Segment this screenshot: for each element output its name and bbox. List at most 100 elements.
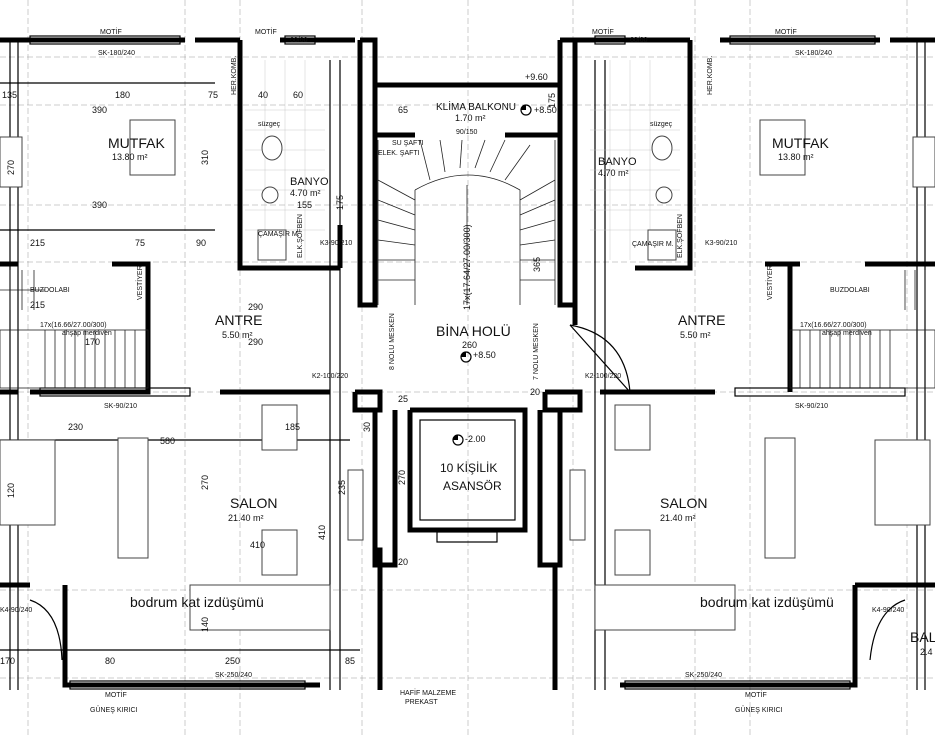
room-name-banyo-right: BANYO	[598, 156, 637, 168]
room-name-mutfak-right: MUTFAK	[772, 135, 829, 151]
sofa-right	[764, 437, 796, 559]
room-area-salon-left: 21.40 m²	[228, 513, 264, 523]
dim-120: 120	[6, 483, 16, 498]
room-name-salon-left: SALON	[230, 495, 277, 511]
buzdolabi-left: BUZDOLABI	[30, 287, 70, 294]
opening-k3-right: K3-90/210	[705, 240, 737, 247]
elevation-markers	[452, 104, 532, 446]
dim-170-b: 170	[0, 656, 15, 666]
dim-260: 260	[462, 340, 477, 350]
walls-center	[375, 82, 560, 543]
asansor-line-2: ASANSÖR	[443, 479, 502, 493]
opening-90150: 90/150	[456, 129, 478, 136]
elk-sofben-right: ELK.ŞOFBEN	[677, 214, 684, 258]
motif-label-top-mid-right: MOTİF	[592, 27, 614, 36]
opening-k3-left: K3-90/210	[320, 240, 352, 247]
dim-80: 80	[105, 656, 115, 666]
room-area-klima-balkonu: 1.70 m²	[455, 113, 486, 123]
dim-185: 185	[285, 422, 300, 432]
opening-sk-top-right: SK-180/240	[795, 50, 832, 57]
dim-290-a: 290	[248, 302, 263, 312]
dim-310: 310	[200, 150, 210, 165]
dim-215-a: 215	[30, 238, 45, 248]
mesken-7-label: 7 NOLU MESKEN	[533, 323, 540, 380]
opening-sk-bottom-left: SK-250/240	[215, 672, 252, 679]
camasir-left: ÇAMAŞIR M.	[258, 231, 300, 238]
her-komb-left: HER.KOMB.	[231, 56, 238, 95]
walls-left	[0, 37, 398, 690]
dim-20-a: 20	[398, 557, 408, 567]
room-name-banyo-left: BANYO	[290, 176, 329, 188]
room-name-bina-holu: BİNA HOLÜ	[436, 322, 511, 339]
room-name-antre-left: ANTRE	[215, 312, 262, 328]
dim-270-c: 270	[397, 470, 407, 485]
basement-projection-left: bodrum kat izdüşümü	[130, 594, 264, 610]
room-area-antre-right: 5.50 m²	[680, 330, 711, 340]
merdiven-left-sub: ahşap merdiven	[62, 330, 112, 337]
dim-230: 230	[68, 422, 83, 432]
room-name-klima-balkonu: KLİMA BALKONU	[436, 100, 516, 113]
room-area-mutfak-left: 13.80 m²	[112, 152, 148, 162]
motif-label-bottom-left: MOTİF	[105, 690, 127, 699]
stair-main-spec: 17x(17.64/27.00/300)	[462, 224, 472, 310]
room-area-balkon-right-cut: 2.4	[920, 647, 933, 657]
opening-sk-top-left: SK-180/240	[98, 50, 135, 57]
dim-75: 75	[208, 90, 218, 100]
dim-390-top: 390	[92, 105, 107, 115]
mesken-8-label: 8 NOLU MESKEN	[389, 313, 396, 370]
opening-6060-right: 60/60	[630, 37, 648, 44]
elk-sofben-left: ELK.ŞOFBEN	[297, 214, 304, 258]
suzgec-right: süzgeç	[650, 121, 673, 128]
dim-175: 175	[335, 195, 345, 210]
dim-215-b: 215	[30, 300, 45, 310]
dim-25-a: 25	[398, 394, 408, 404]
elektrik-safti-label: ELEK. ŞAFTI	[378, 150, 420, 157]
dim-235: 235	[337, 480, 347, 495]
asansor-line-1: 10 KİŞİLİK	[440, 461, 497, 475]
room-area-antre-left: 5.50 m²	[222, 330, 253, 340]
dim-20-b: 20	[530, 387, 540, 397]
dim-250: 250	[225, 656, 240, 666]
vestiyer-right: VESTİYER	[765, 265, 774, 300]
bathroom-tiles-right	[590, 60, 680, 260]
prekast-label: PREKAST	[405, 699, 438, 706]
room-area-salon-right: 21.40 m²	[660, 513, 696, 523]
elevation-asansor: -2.00	[465, 434, 486, 444]
walls-right	[537, 37, 935, 690]
dim-30: 30	[362, 422, 372, 432]
dim-580: 580	[160, 436, 175, 446]
gunes-kirici-left: GÜNEŞ KIRICI	[90, 706, 138, 714]
hafif-malzeme-label: HAFİF MALZEME	[400, 688, 456, 697]
opening-k4-right: K4-90/240	[872, 607, 904, 614]
dim-270: 270	[6, 160, 16, 175]
furniture-right	[569, 119, 935, 631]
motif-label-top-left: MOTİF	[100, 27, 122, 36]
unit-stair-left	[0, 270, 149, 389]
room-area-mutfak-right: 13.80 m²	[778, 152, 814, 162]
dim-410: 410	[250, 540, 265, 550]
room-name-antre-right: ANTRE	[678, 312, 725, 328]
vestiyer-left: VESTİYER	[135, 265, 144, 300]
main-staircase	[377, 139, 556, 305]
dim-365: 365	[532, 257, 542, 272]
dim-180: 180	[115, 90, 130, 100]
dim-175-r: 175	[547, 93, 557, 108]
elevation-top: +9.60	[525, 72, 548, 82]
room-name-mutfak-left: MUTFAK	[108, 135, 165, 151]
dim-170-a: 170	[85, 337, 100, 347]
buzdolabi-right: BUZDOLABI	[830, 287, 870, 294]
motif-label-top-right: MOTİF	[775, 27, 797, 36]
su-safti-label: SU ŞAFTI	[392, 140, 424, 147]
room-name-balkon-right-cut: BAL	[910, 629, 935, 645]
opening-sk-mid-right: SK-90/210	[795, 403, 828, 410]
suzgec-left: süzgeç	[258, 121, 281, 128]
room-area-banyo-left: 4.70 m²	[290, 188, 321, 198]
opening-sk-bottom-right: SK-250/240	[685, 672, 722, 679]
her-komb-right: HER.KOMB.	[707, 56, 714, 95]
dim-155: 155	[297, 200, 312, 210]
dim-60: 60	[293, 90, 303, 100]
dim-270-b: 270	[200, 475, 210, 490]
merdiven-right-spec: 17x(16.66/27.00/300)	[800, 322, 867, 329]
